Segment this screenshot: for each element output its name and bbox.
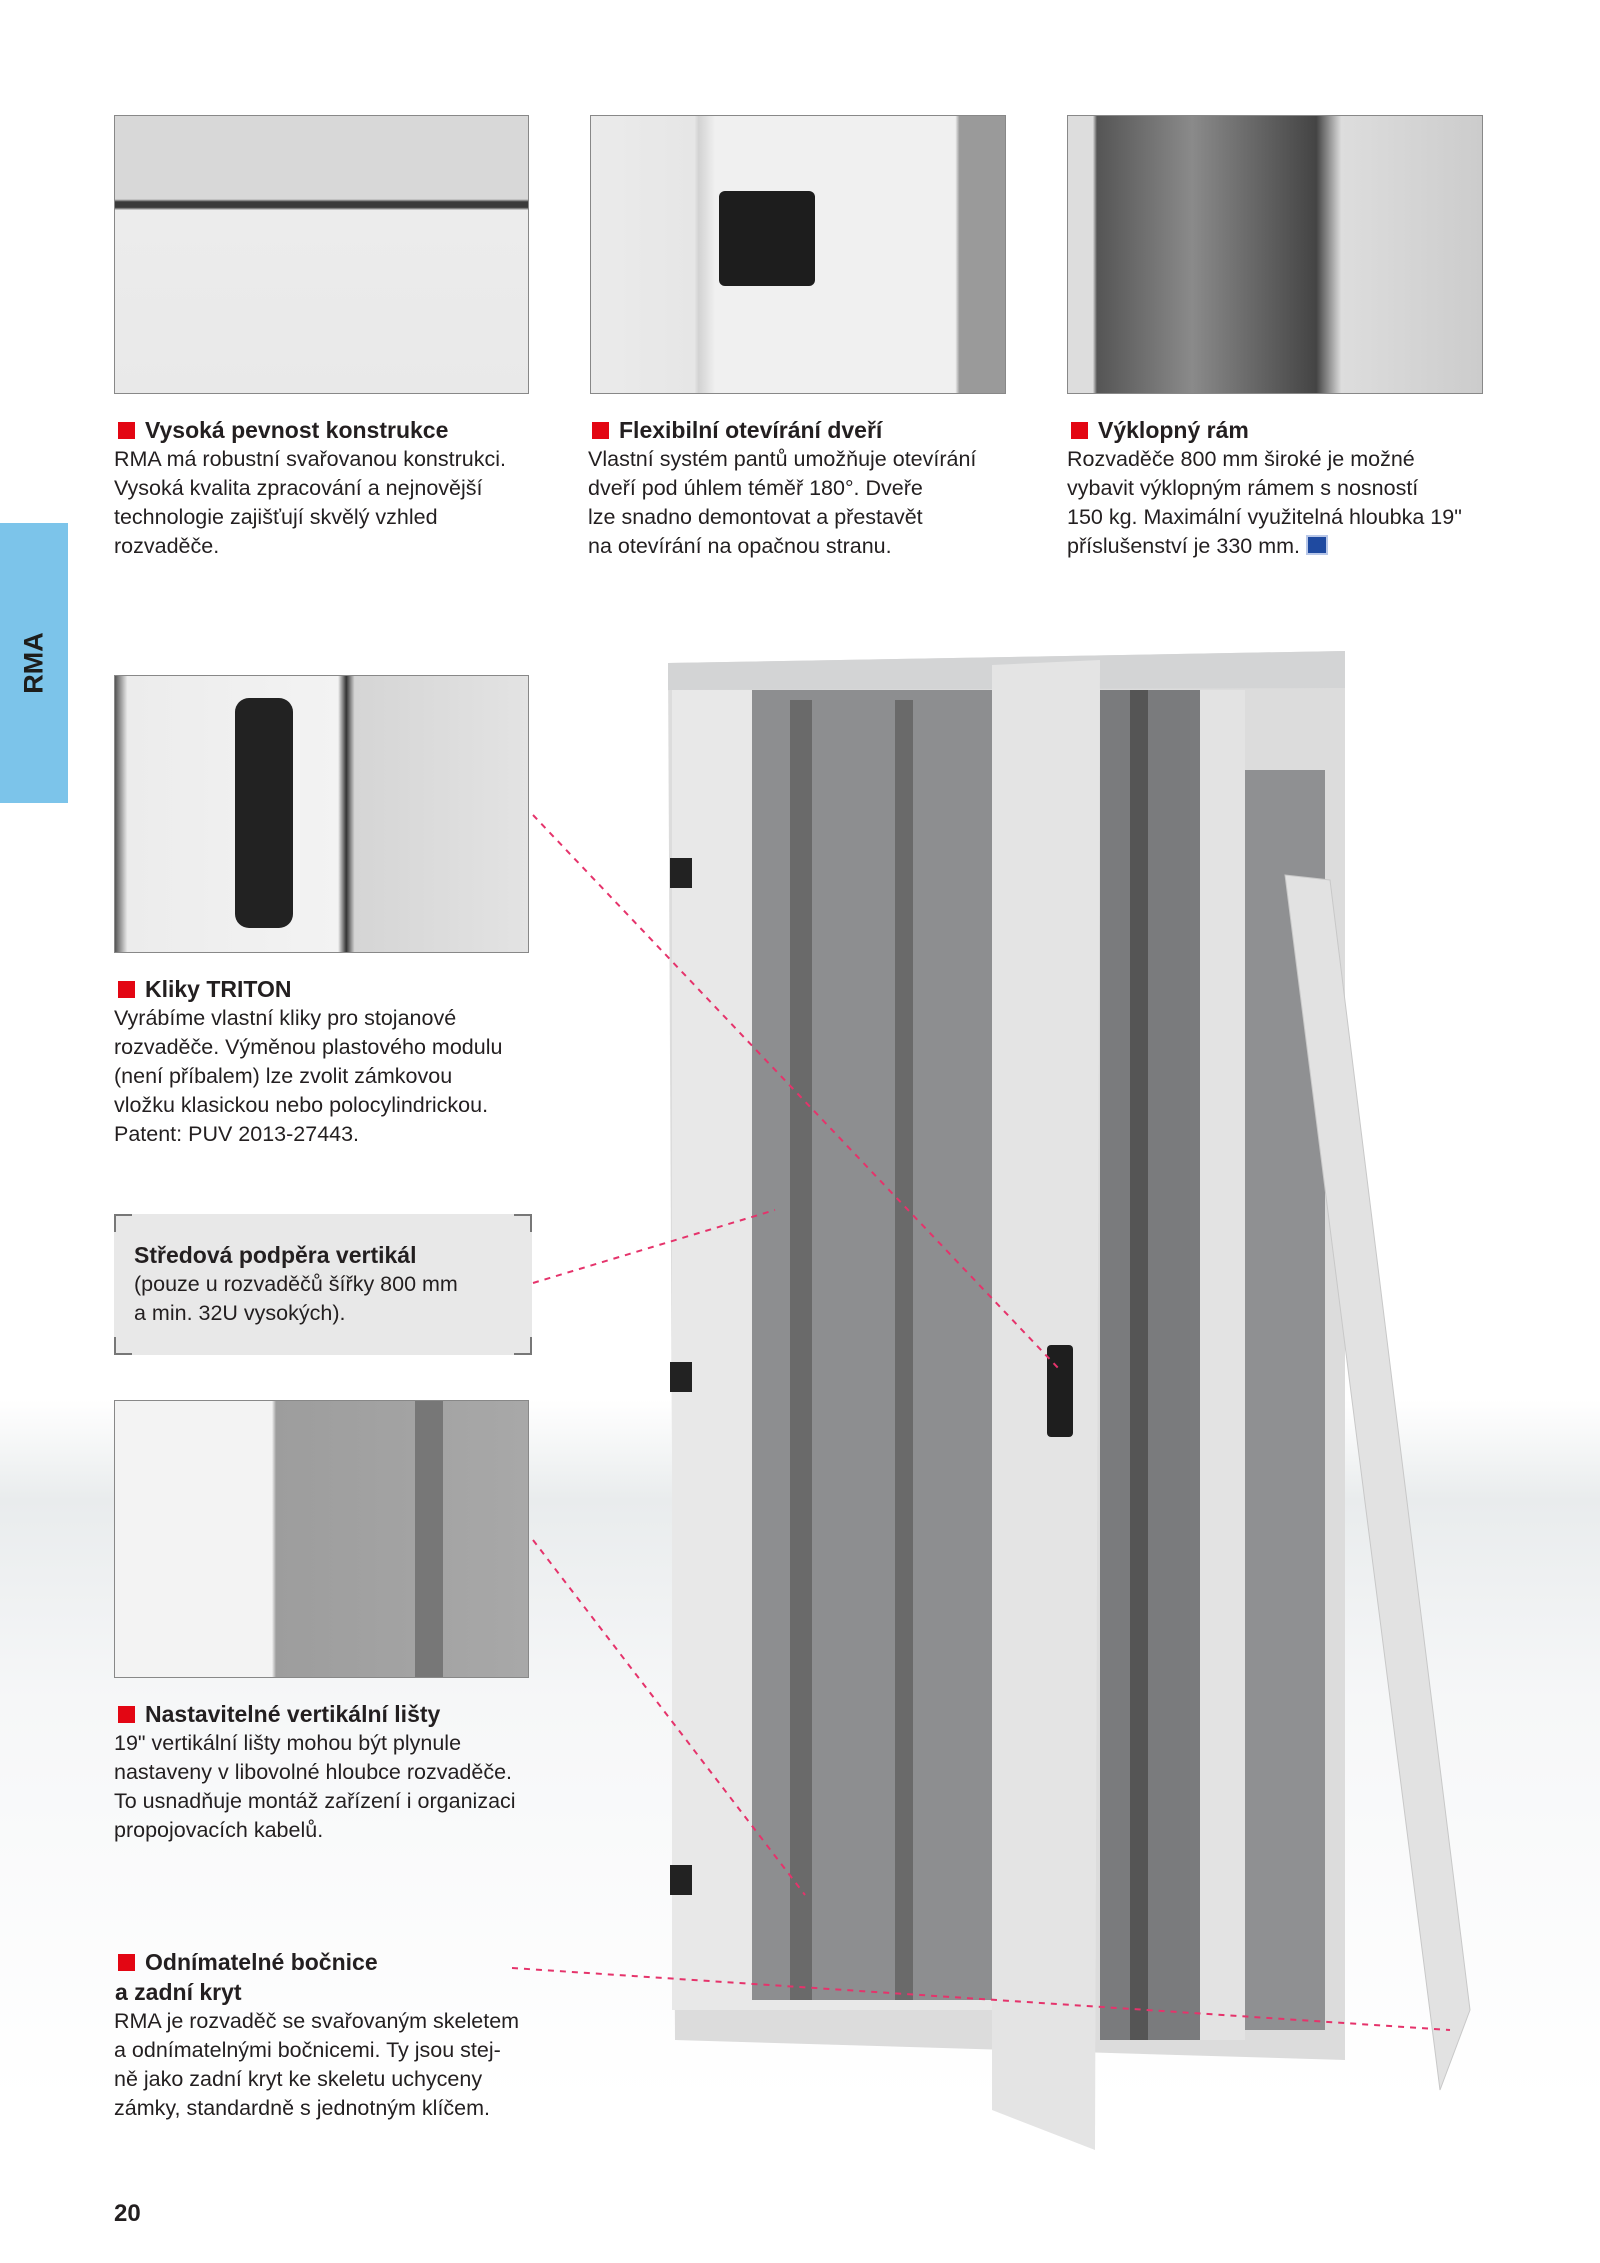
feature-title: Výklopný rám [1098,417,1249,443]
callout-title: Středová podpěra vertikál [134,1242,417,1268]
bullet-icon [118,980,135,998]
bullet-icon [118,1705,135,1723]
feature-text: RMA má robustní svařovanou konstrukci.Vy… [114,447,506,558]
section-tab-rma: RMA [0,523,68,803]
feature-title: Nastavitelné vertikální lišty [145,1701,441,1727]
photo-door-hinge [590,115,1006,394]
bullet-icon [118,421,135,439]
feature-title: Flexibilní otevírání dveří [619,417,883,443]
feature-strength: Vysoká pevnost konstrukce RMA má robustn… [114,415,554,561]
feature-swing-frame: Výklopný rám Rozvaděče 800 mm široké je … [1067,415,1537,561]
bullet-icon [592,421,609,439]
feature-title: Kliky TRITON [145,976,292,1002]
photo-swing-frame [1067,115,1483,394]
feature-title-line2: a zadní kryt [115,1979,242,2005]
feature-vertical-rails: Nastavitelné vertikální lišty 19" vertik… [114,1699,574,1845]
feature-removable-sides: Odnímatelné bočnice a zadní kryt RMA je … [114,1947,574,2123]
feature-triton-handles: Kliky TRITON Vyrábíme vlastní kliky pro … [114,974,574,1149]
feature-door-opening: Flexibilní otevírání dveří Vlastní systé… [588,415,1048,561]
photo-cabinet-top [114,115,529,394]
photo-vertical-rails [114,1400,529,1678]
feature-title: Vysoká pevnost konstrukce [145,417,449,443]
section-tab-label: RMA [18,632,49,694]
feature-title: Odnímatelné bočnice [145,1949,378,1975]
callout-center-support: Středová podpěra vertikál (pouze u rozva… [114,1214,532,1355]
bullet-icon [1071,421,1088,439]
bullet-icon [118,1953,135,1971]
leader-lines [511,814,1451,2031]
page-number: 20 [114,2200,141,2227]
external-link-icon[interactable] [1306,535,1328,555]
photo-triton-handle [114,675,529,953]
